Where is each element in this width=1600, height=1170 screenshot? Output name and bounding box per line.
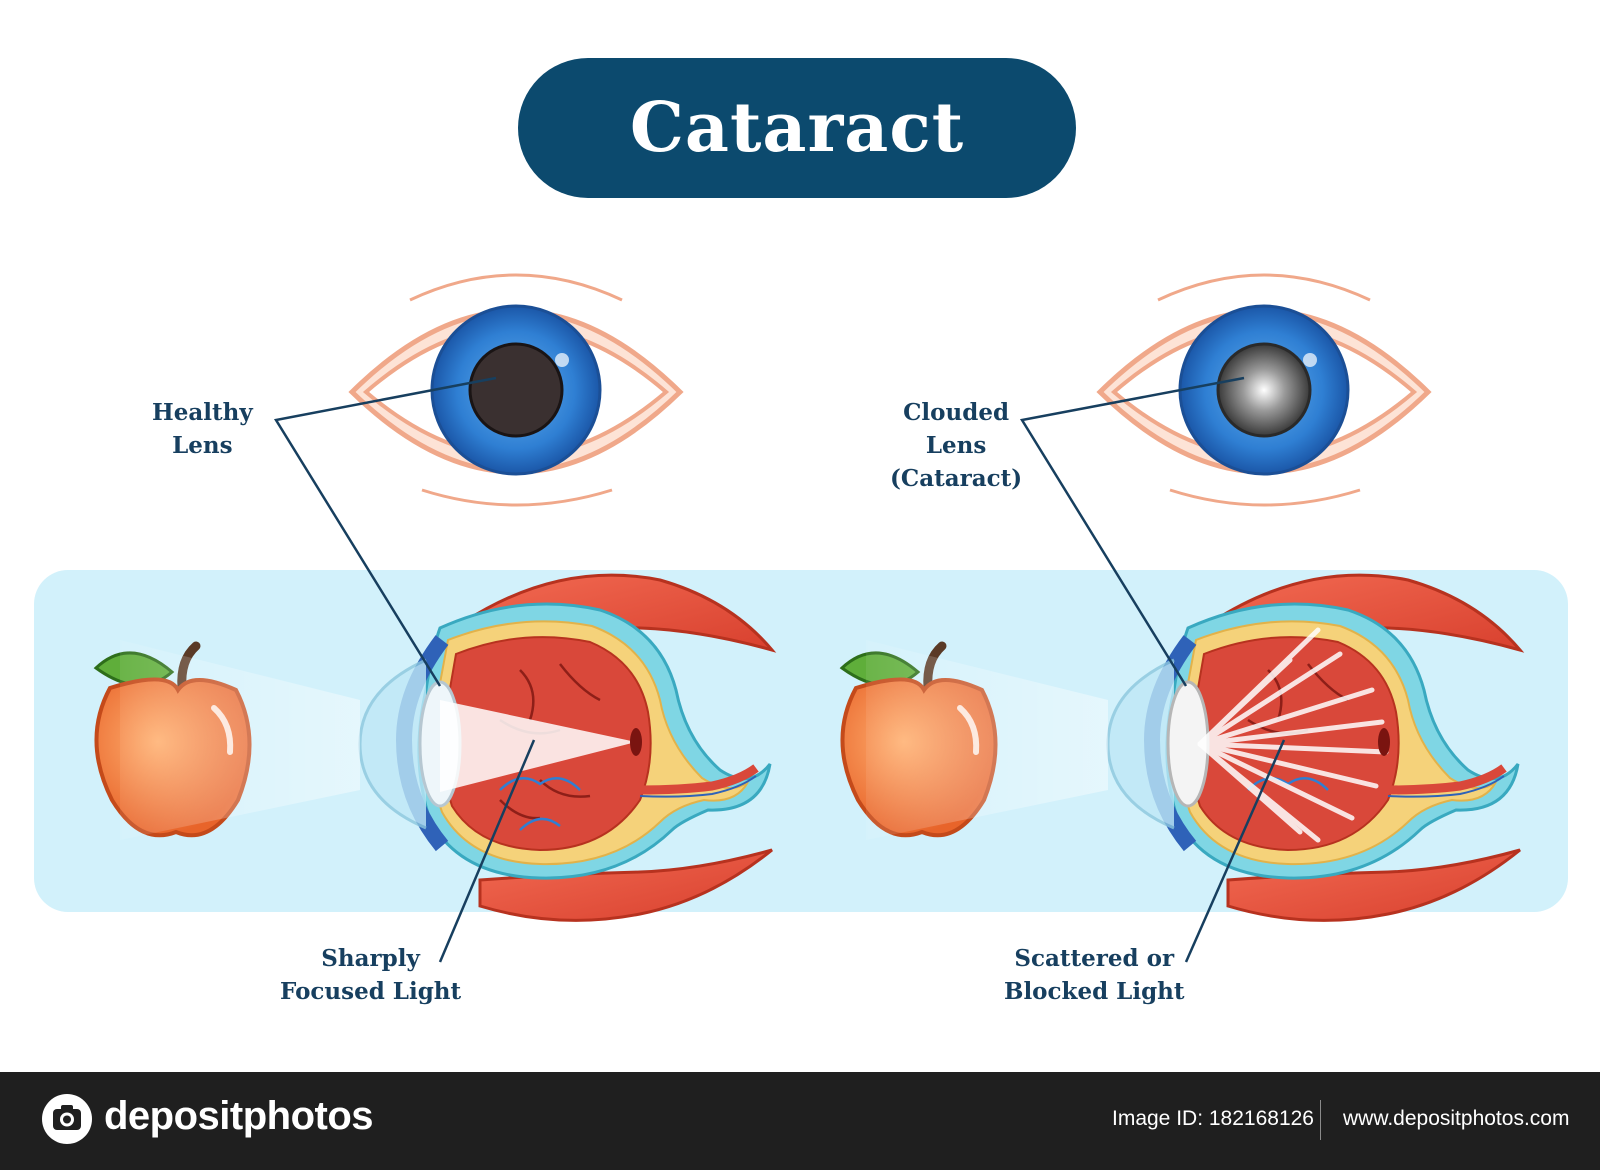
label-line: Clouded <box>903 399 1010 426</box>
label-line: Focused Light <box>280 978 462 1005</box>
label-sharply-focused-light: Sharply Focused Light <box>280 942 461 1008</box>
page-title: Cataract <box>629 88 965 168</box>
footer-divider <box>1320 1100 1321 1140</box>
label-line: Lens <box>925 432 987 459</box>
callout-clouded-lens <box>1019 376 1245 687</box>
label-line: Healthy <box>152 399 253 426</box>
callout-focused-light <box>438 739 536 963</box>
label-line: Blocked Light <box>1004 978 1185 1005</box>
eye-cross-section-healthy <box>120 573 777 922</box>
callout-lines <box>273 376 1286 963</box>
label-line: Sharply <box>321 945 420 972</box>
front-eye-healthy <box>348 273 684 507</box>
image-id: Image ID: 182168126 <box>1112 1107 1314 1130</box>
callout-scattered-light <box>1184 739 1286 963</box>
website-link[interactable]: www.depositphotos.com <box>1343 1107 1570 1130</box>
label-line: Lens <box>172 432 233 459</box>
label-line: Scattered or <box>1014 945 1175 972</box>
front-eye-cataract <box>1096 273 1432 507</box>
footer-bar: depositphotos Image ID: 182168126 www.de… <box>0 1072 1600 1170</box>
label-healthy-lens: Healthy Lens <box>152 396 253 462</box>
label-scattered-blocked-light: Scattered or Blocked Light <box>1004 942 1185 1008</box>
camera-logo-icon <box>42 1094 92 1144</box>
title-banner: Cataract <box>518 58 1076 198</box>
callout-healthy-lens <box>273 376 497 687</box>
label-line: (Cataract) <box>890 465 1023 492</box>
label-clouded-lens: Clouded Lens (Cataract) <box>890 396 1022 495</box>
eye-cross-section-cataract <box>866 573 1525 922</box>
brand-name: depositphotos <box>104 1094 374 1138</box>
